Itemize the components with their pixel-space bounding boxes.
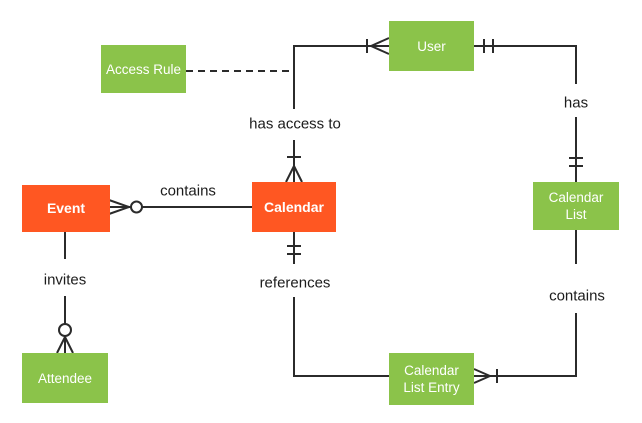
edge-user-has-calendarlist [474, 39, 583, 182]
relationship-label-invites: invites [41, 271, 89, 289]
zero-circle-icon [58, 323, 72, 337]
crow-foot-icon [56, 336, 74, 354]
zero-circle-icon [130, 200, 143, 214]
entity-calendar-list-entry[interactable]: Calendar List Entry [389, 353, 474, 405]
edge-line [293, 297, 389, 377]
relationship-label-contains-list-entry: contains [547, 287, 607, 305]
entity-user-label: User [417, 38, 446, 54]
entity-calendar-label: Calendar [264, 198, 324, 215]
edge-line [474, 45, 577, 84]
entity-event-label: Event [46, 200, 86, 216]
entity-user[interactable]: User [389, 21, 474, 71]
relationship-label-contains-event-calendar: contains [158, 182, 218, 200]
crow-foot-icon [370, 37, 390, 55]
crow-foot-icon [473, 368, 491, 384]
edge-line [474, 313, 577, 377]
entity-calendar-list-label: Calendar List [548, 190, 604, 222]
double-tick-icon [483, 39, 494, 53]
crow-foot-icon [285, 165, 303, 183]
edge-calendar-references-entry [287, 232, 389, 377]
edge-calendarlist-contains-entry [473, 230, 577, 384]
entity-access-rule-label: Access Rule [105, 61, 182, 77]
relationship-label-has-access-to: has access to [247, 115, 343, 133]
relationship-label-has: has [561, 94, 591, 112]
edge-calendar-hasaccessto-user [285, 37, 390, 183]
edge-line [293, 45, 389, 109]
entity-calendar-list-entry-label: Calendar List Entry [403, 363, 460, 395]
entity-event[interactable]: Event [22, 185, 110, 232]
entity-attendee-label: Attendee [37, 370, 93, 386]
crow-foot-icon [108, 199, 130, 215]
entity-attendee[interactable]: Attendee [22, 353, 108, 403]
entity-calendar-list[interactable]: Calendar List [533, 182, 619, 230]
double-tick-icon [287, 245, 301, 255]
double-tick-icon [569, 157, 583, 167]
entity-access-rule[interactable]: Access Rule [101, 45, 186, 93]
edge-event-contains-calendar [108, 199, 252, 215]
relationship-label-references: references [257, 274, 333, 292]
entity-calendar[interactable]: Calendar [252, 182, 336, 232]
edge-event-invites-attendee [56, 232, 74, 354]
